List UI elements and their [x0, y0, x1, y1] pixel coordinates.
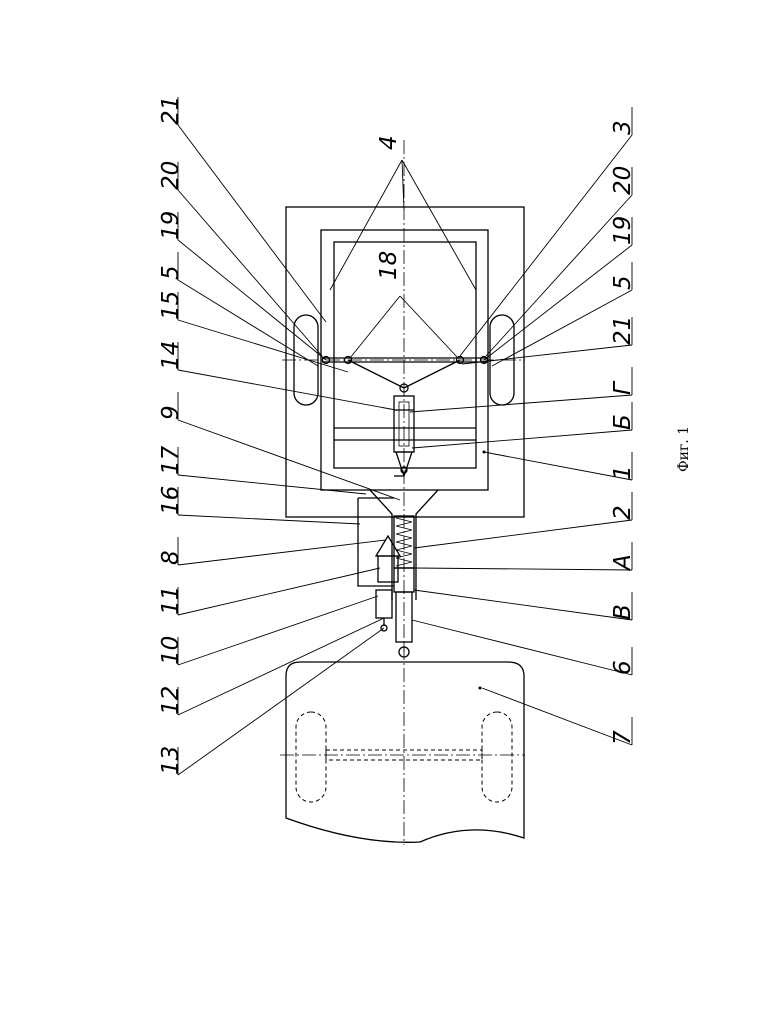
callout-right-6: 6: [610, 660, 636, 675]
leader-left-8: [178, 540, 386, 565]
leader-left-9: [178, 420, 400, 500]
tractor-dot: [479, 687, 482, 690]
leader-lines: [178, 97, 632, 775]
callout-right-21: 21: [610, 316, 636, 345]
leader-18b: [400, 296, 458, 358]
leader-4b: [402, 160, 476, 290]
callout-left-16: 16: [158, 486, 184, 515]
callout-left-5: 5: [158, 265, 184, 280]
leader-left-10: [178, 596, 378, 665]
leader-right-2: [414, 520, 632, 548]
callout-left-19: 19: [158, 211, 184, 240]
callout-right-Б: Б: [610, 414, 636, 430]
labels-left: 21 20 19 5 15 14 9 17 16 8 11 10 12 13: [158, 96, 184, 775]
leader-left-12: [178, 618, 384, 715]
callout-right-1: 1: [610, 465, 636, 480]
callout-left-15: 15: [158, 291, 184, 320]
callout-right-А: А: [610, 554, 636, 572]
leader-left-5: [178, 280, 318, 366]
leader-right-Г: [410, 395, 632, 412]
leader-left-16: [178, 515, 360, 524]
callout-left-11: 11: [158, 586, 184, 615]
tractor-body: [286, 662, 524, 842]
block-10: [376, 590, 392, 618]
leader-left-13: [178, 628, 384, 775]
leader-left-15: [178, 320, 348, 372]
callout-right-19: 19: [610, 216, 636, 245]
callout-left-14: 14: [158, 341, 184, 370]
leader-right-В: [414, 590, 632, 620]
tractor-wheel-right: [482, 712, 512, 802]
valve-body-11: [378, 556, 398, 582]
link-arm-right: [404, 360, 460, 388]
leader-right-3: [460, 135, 632, 356]
callout-right-3: 3: [610, 120, 636, 135]
callout-left-10: 10: [158, 636, 184, 665]
callout-left-9: 9: [158, 405, 184, 420]
callout-left-13: 13: [158, 746, 184, 775]
leader-right-А: [414, 568, 632, 570]
callout-right-В: В: [610, 604, 636, 620]
figure-caption: Фиг. 1: [676, 426, 692, 472]
label-18: 18: [376, 251, 402, 280]
callout-left-17: 17: [158, 445, 184, 475]
callout-left-8: 8: [158, 550, 184, 565]
callout-left-12: 12: [158, 686, 184, 715]
leader-left-20: [178, 190, 322, 356]
callout-right-5: 5: [610, 275, 636, 290]
valve-8: [376, 536, 400, 556]
drawbar-left: [370, 490, 392, 600]
leader-left-19: [178, 240, 326, 360]
callout-left-21: 21: [158, 96, 184, 125]
callout-right-7: 7: [610, 730, 636, 745]
leader-left-14: [178, 370, 396, 410]
callout-left-20: 20: [158, 161, 184, 190]
leader-18a: [350, 296, 400, 358]
leader-right-Б: [412, 430, 632, 448]
link-arm-left: [348, 360, 404, 388]
tractor-wheel-left: [296, 712, 326, 802]
callout-right-2: 2: [610, 505, 636, 520]
label-4: 4: [376, 135, 402, 150]
leader-left-11: [178, 568, 380, 615]
leader-left-21: [178, 125, 326, 322]
callout-right-Г: Г: [610, 380, 636, 395]
callout-right-20: 20: [610, 166, 636, 195]
